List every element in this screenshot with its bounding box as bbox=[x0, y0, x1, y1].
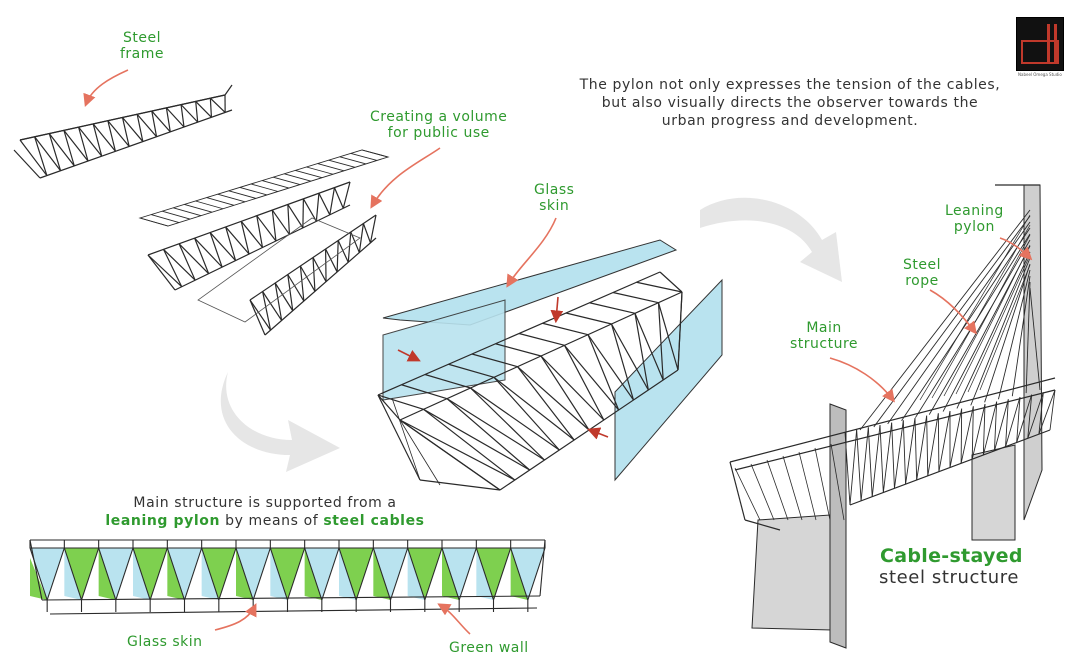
logo-text: Nabeel Omega Studio bbox=[1018, 72, 1062, 77]
truss-left-sketch bbox=[147, 181, 351, 291]
cable-stayed-bridge-sketch bbox=[729, 184, 1056, 649]
label-green-wall: Green wall bbox=[449, 640, 529, 656]
label-steel-frame: Steel frame bbox=[120, 30, 165, 62]
label-creating-volume: Creating a volume for public use bbox=[370, 109, 508, 141]
red-arrow-2 bbox=[550, 296, 564, 324]
glass-panel-left bbox=[382, 299, 506, 401]
support-note: Main structure is supported from a leani… bbox=[105, 495, 425, 529]
red-arrow-1 bbox=[397, 349, 421, 362]
floor-slab-sketch bbox=[197, 217, 361, 323]
highlight-leaning-pylon: leaning pylon bbox=[105, 513, 221, 529]
label-steel-rope: Steel rope bbox=[903, 257, 941, 289]
label-glass-skin-top: Glass skin bbox=[534, 182, 575, 214]
arrow-steel-frame bbox=[83, 69, 129, 107]
red-arrow-3 bbox=[587, 427, 609, 440]
arrow-volume bbox=[370, 147, 441, 209]
steel-frame-sketch bbox=[13, 84, 233, 179]
arrow-main-structure bbox=[829, 357, 895, 403]
label-main-structure: Main structure bbox=[790, 320, 859, 352]
studio-logo bbox=[1016, 17, 1064, 71]
flow-arrow-left bbox=[220, 372, 340, 472]
green-wall-truss-sketch bbox=[29, 539, 546, 615]
highlight-steel-cables: steel cables bbox=[323, 513, 425, 529]
glass-panel-top bbox=[382, 239, 678, 326]
caption-subtitle: steel structure bbox=[879, 567, 1019, 588]
flow-arrow-right bbox=[700, 197, 842, 282]
glass-panel-right bbox=[614, 278, 723, 482]
arrow-green-wall bbox=[437, 603, 471, 635]
truss-box-sketch bbox=[377, 271, 683, 491]
arrow-steel-rope bbox=[929, 289, 977, 335]
caption-title: Cable-stayed bbox=[880, 545, 1023, 567]
label-glass-skin-bottom: Glass skin bbox=[127, 634, 203, 650]
arrow-leaning-pylon bbox=[999, 237, 1033, 261]
arrow-glass-skin bbox=[506, 217, 557, 288]
pylon-note: The pylon not only expresses the tension… bbox=[579, 77, 1001, 129]
truss-right-sketch bbox=[249, 214, 377, 336]
label-leaning-pylon: Leaning pylon bbox=[945, 203, 1004, 235]
roof-deck-sketch bbox=[138, 149, 390, 227]
arrow-glass-skin-bottom bbox=[214, 603, 257, 631]
